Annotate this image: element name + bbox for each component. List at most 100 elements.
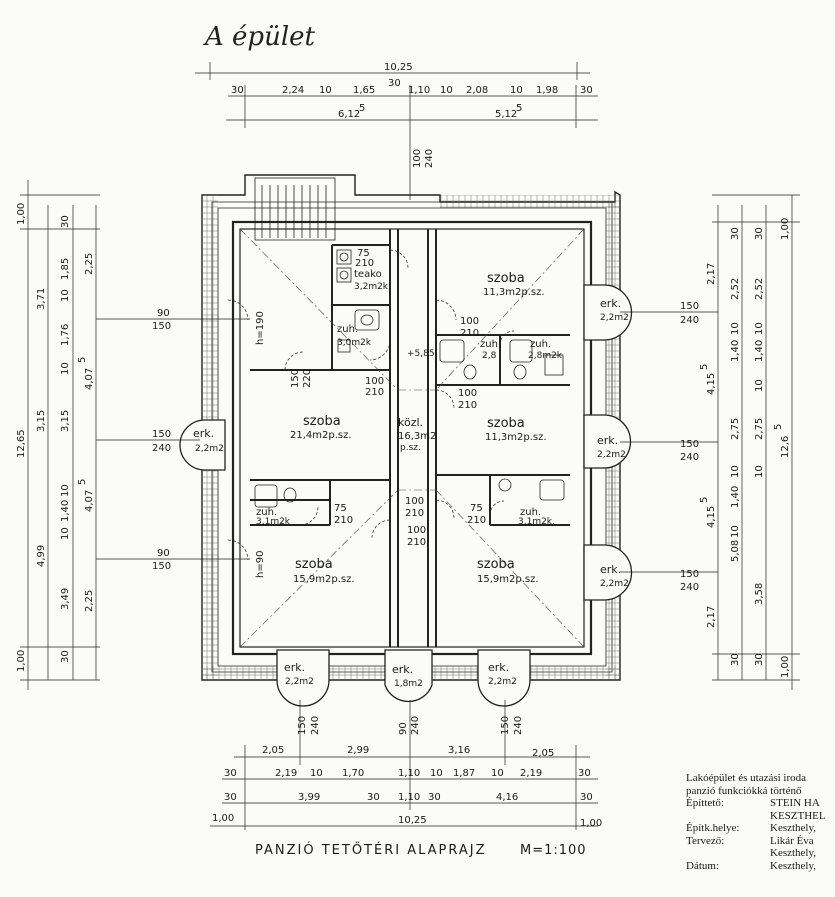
- dim-left-horiz: 90: [157, 548, 170, 559]
- dims-right: [620, 194, 800, 690]
- drawing-scale: M=1:100: [520, 843, 587, 858]
- dim-bot-r2: 1,70: [342, 768, 364, 779]
- room-szoba-right-bot-area: 15,9m2p.sz.: [477, 574, 539, 585]
- dim-right-mid2: 1,40: [730, 340, 741, 362]
- dim-left-outer: 12,65: [16, 429, 27, 458]
- dim-bot-r2: 10: [310, 768, 323, 779]
- dim-bot-r2: 1,87: [453, 768, 475, 779]
- door-dim: 100: [460, 316, 479, 327]
- room-zuh-bottom-left-area: 3,1m2k: [256, 517, 291, 527]
- dim-bot-r3: 30: [580, 792, 593, 803]
- dim-bot-vert: 240: [410, 716, 421, 735]
- stamp-row-date: Dátum: Keszthely,: [686, 860, 835, 873]
- room-szoba-right-mid: szoba: [487, 416, 525, 431]
- room-szoba-right-bot: szoba: [477, 557, 515, 572]
- dims-left-text: 1,00 12,65 1,00 3,71 3,15 4,99 30 1,85 1…: [16, 203, 171, 672]
- stamp-label-empty: [686, 847, 770, 860]
- room-teakonyha: teako: [354, 269, 382, 280]
- window-dim: 150: [290, 369, 301, 388]
- door-swings: [227, 249, 515, 561]
- room-zuh-right-1-area: 2,8: [482, 351, 497, 361]
- dim-left-mid2: 30: [60, 215, 71, 228]
- room-teakonyha-area: 3,2m2k: [354, 282, 389, 292]
- dim-right-mid2: 2,17: [706, 606, 717, 628]
- stamp-label: Tervező:: [686, 834, 725, 847]
- dim-top-r1: 10: [440, 85, 453, 96]
- dim-right-mid1: 5,08: [730, 540, 741, 562]
- room-kozl-area: 16,3m2: [398, 431, 436, 442]
- dim-bot-r3: 3,99: [298, 792, 320, 803]
- door-dim: 210: [355, 258, 374, 269]
- dim-top-r1: 30: [580, 85, 593, 96]
- door-dim: 210: [460, 328, 479, 339]
- erk-right-3-area: 2,2m2: [600, 579, 629, 589]
- dim-bot-r2: 2,19: [520, 768, 542, 779]
- dim-left-outer: 1,00: [16, 203, 27, 225]
- door-dim: 75: [334, 503, 347, 514]
- dim-bot-vert: 150: [500, 716, 511, 735]
- dim-bot-r3: 30: [428, 792, 441, 803]
- erk-right-2: erk.: [597, 434, 618, 447]
- dim-bot-r2: 2,19: [275, 768, 297, 779]
- dim-right-mid2: 10: [730, 322, 741, 335]
- stamp-label-empty: [686, 810, 770, 823]
- room-zuh-top-left: zuh.: [337, 324, 358, 335]
- room-labels: teako 3,2m2k zuh. 3,0m2k szoba 21,4m2p.s…: [193, 269, 629, 689]
- dim-bot-vert: 240: [310, 716, 321, 735]
- door-dim: 210: [467, 515, 486, 526]
- room-zuh-right-1: zuh.: [480, 339, 501, 350]
- dim-right-inner: 5: [699, 364, 710, 370]
- door-dim: 210: [407, 537, 426, 548]
- interior-walls: [250, 229, 570, 647]
- erk-left-area: 2,2m2: [195, 444, 224, 454]
- erk-right-1: erk.: [600, 297, 621, 310]
- dim-left-mid1: 3,71: [36, 288, 47, 310]
- dim-right-horiz: 240: [680, 582, 699, 593]
- door-dim: 100: [407, 525, 426, 536]
- dims-top-text: 10,25 30 2,24 10 1,65 30 1,10 10 2,08 10…: [231, 62, 593, 168]
- dim-bot-vert: 90: [398, 722, 409, 735]
- dim-top-r2: 5: [359, 103, 365, 114]
- door-dim: 100: [405, 496, 424, 507]
- dim-left-inner: 4,07: [84, 368, 95, 390]
- dim-bot-r2: 1,10: [398, 768, 420, 779]
- dim-left-horiz: 90: [157, 308, 170, 319]
- dim-bot-r1: 2,99: [347, 745, 369, 756]
- stamp-value: Keszthely,: [770, 859, 817, 872]
- stamp-value: Keszthely,: [770, 847, 817, 859]
- dim-right-outer: 1,00: [780, 656, 791, 678]
- dim-right-horiz: 240: [680, 452, 699, 463]
- dim-right-mid1: 10: [754, 465, 765, 478]
- roof-ridge-lines: [239, 228, 585, 648]
- room-kozl-area2: p.sz.: [400, 443, 421, 453]
- dim-right-inner: 5: [699, 497, 710, 503]
- dims-right-text: 1,00 12,6 5 1,00 30 2,52 10 1,40 10 2,75…: [680, 218, 791, 678]
- stamp-row-designer2: Keszthely,: [686, 847, 835, 860]
- room-szoba-left-bot: szoba: [295, 557, 333, 572]
- erk-bottom-2-area: 1,8m2: [394, 679, 423, 689]
- room-szoba-left-mid-area: 21,4m2p.sz.: [290, 430, 352, 441]
- dim-bot-r2: 10: [491, 768, 504, 779]
- dim-left-mid2: 1,85: [60, 258, 71, 280]
- dim-right-outer: 5: [773, 424, 784, 430]
- door-dim: 210: [365, 387, 384, 398]
- stamp-row-site: Építk.helye: Keszthely,: [686, 822, 835, 835]
- dim-bot-r2: 10: [430, 768, 443, 779]
- dim-top-vert: 100: [412, 149, 423, 168]
- dim-top-r1: 10: [319, 85, 332, 96]
- room-szoba-right-mid-area: 11,3m2p.sz.: [485, 432, 547, 443]
- title-block: Lakóépület és utazási iroda panzió funkc…: [686, 772, 835, 897]
- erk-right-1-area: 2,2m2: [600, 313, 629, 323]
- room-szoba-left-mid: szoba: [303, 414, 341, 429]
- dim-left-mid2: 10: [60, 484, 71, 497]
- dim-bot-r2: 30: [578, 768, 591, 779]
- dim-bot-r1: 3,16: [448, 745, 470, 756]
- dim-left-mid2: 10: [60, 362, 71, 375]
- dim-right-mid2: 2,17: [706, 263, 717, 285]
- door-dim: 75: [470, 503, 483, 514]
- dim-right-mid1: 30: [754, 653, 765, 666]
- stamp-label: Dátum:: [686, 859, 719, 872]
- dim-left-inner: 5: [77, 479, 88, 485]
- room-zuh-right-2-area: 2,8m2k: [528, 351, 563, 361]
